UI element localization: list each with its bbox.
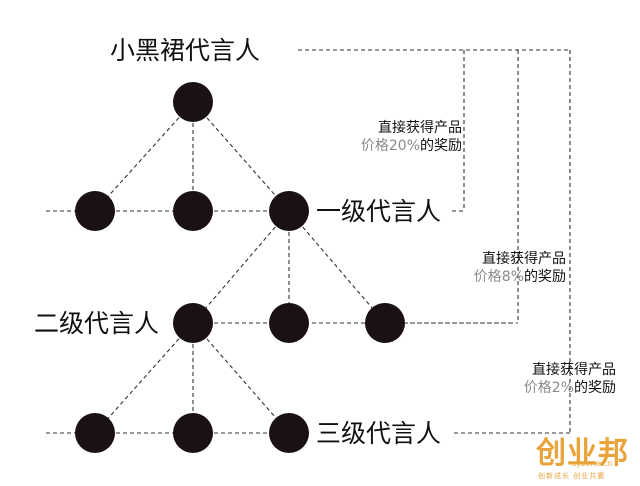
cyzone-logo: 创业邦 cyzone.cn 创新成长 创业共赢 [536, 428, 634, 482]
label-level3: 三级代言人 [316, 419, 442, 448]
note-level2-prefix: 价格 [473, 269, 502, 285]
note-level2-line1: 直接获得产品 [482, 251, 566, 267]
edge-l1-l2c [288, 210, 386, 324]
edge-l2-l3a [94, 322, 194, 434]
note-level3-percent: 2% [551, 380, 574, 396]
note-level1: 直接获得产品 价格20%的奖励 [361, 119, 462, 155]
logo-main-text: 创业邦 [536, 436, 629, 471]
label-level2: 二级代言人 [34, 309, 160, 338]
note-level1-percent: 20% [388, 138, 420, 154]
logo-slogan: 创新成长 创业共赢 [538, 472, 606, 480]
logo-url: cyzone.cn [572, 459, 613, 468]
note-level3-line1: 直接获得产品 [532, 362, 616, 378]
note-level1-line1: 直接获得产品 [378, 120, 462, 136]
node-l1b [173, 191, 213, 231]
edge-top-l1c [192, 101, 290, 212]
node-l3c [269, 413, 309, 453]
note-level3-prefix: 价格 [523, 380, 552, 396]
note-level3: 直接获得产品 价格2%的奖励 [524, 361, 616, 397]
node-l3a [75, 413, 115, 453]
note-level1-suffix: 的奖励 [420, 138, 462, 154]
note-level2-suffix: 的奖励 [524, 269, 566, 285]
node-l2c [365, 303, 405, 343]
edge-l1-l2a [192, 210, 290, 324]
note-level2: 直接获得产品 价格8%的奖励 [474, 250, 566, 286]
node-l2b [269, 303, 309, 343]
edge-l2-l3c [192, 322, 290, 434]
label-top: 小黑裙代言人 [110, 36, 261, 65]
node-l3b [173, 413, 213, 453]
edge-top-l1a [94, 101, 194, 212]
note-level2-percent: 8% [501, 269, 524, 285]
note-level3-suffix: 的奖励 [574, 380, 616, 396]
node-l2a [173, 303, 213, 343]
node-l1c [269, 191, 309, 231]
label-level1: 一级代言人 [316, 197, 442, 226]
note-level1-prefix: 价格 [360, 138, 389, 154]
node-l1a [75, 191, 115, 231]
node-top [173, 82, 213, 122]
